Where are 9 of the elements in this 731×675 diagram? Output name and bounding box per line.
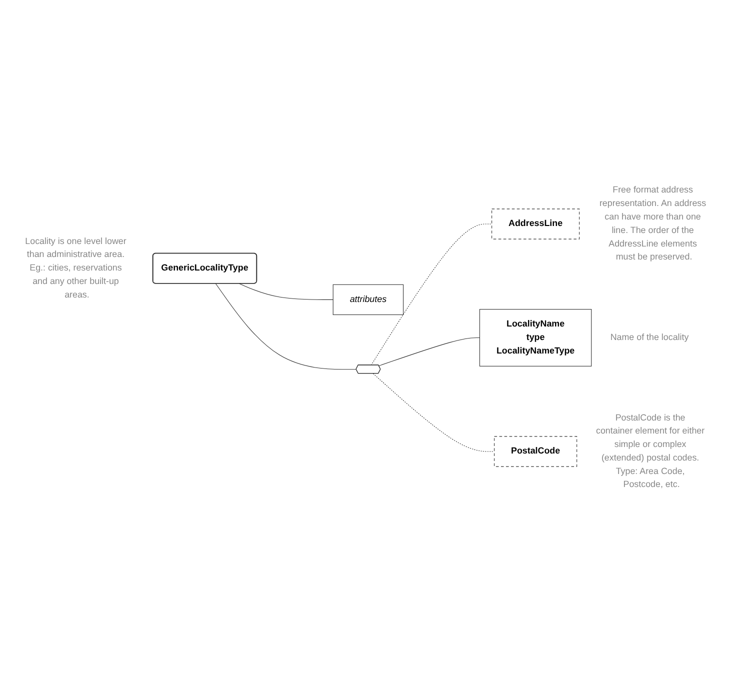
description-text: PostalCode is the container element for either simple or complex (extended) postal codes. Type: Area Code, Postcode, etc. xyxy=(596,412,705,490)
element-box: PostalCode xyxy=(494,436,578,467)
description-text: Name of the locality xyxy=(610,332,689,342)
element-box: attributes xyxy=(332,284,404,315)
element-box: LocalityName type LocalityNameType xyxy=(479,308,592,366)
description-text: Locality is one level lower than administrative area. Eg.: cities, reservations and any other built-up areas. xyxy=(25,236,126,300)
element-box: AddressLine xyxy=(492,208,580,240)
description-text: Free format address representation. An address can have more than one line. The order of the AddressLine elements must be preserved. xyxy=(599,185,706,262)
element-box: GenericLocalityType xyxy=(152,252,258,284)
